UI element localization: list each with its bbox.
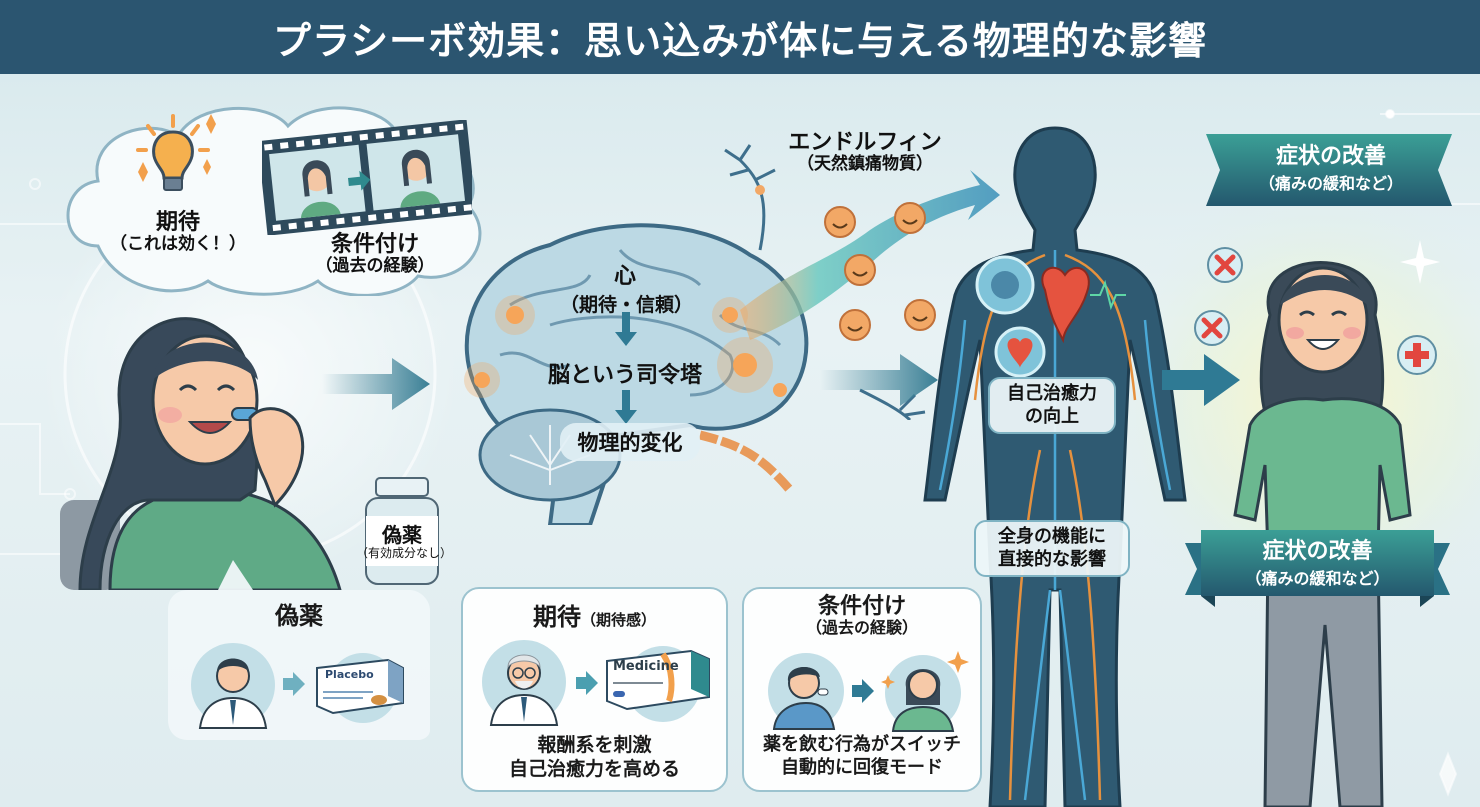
expectation-panel-title: 期待（期待感） bbox=[532, 603, 656, 631]
result-banner-bottom bbox=[1185, 530, 1450, 607]
conditioning-panel: 条件付け （過去の経験） 薬を飲む行為がスイッチ 自動的に回復モード bbox=[742, 587, 982, 792]
arrow-right-icon bbox=[322, 358, 430, 410]
medical-cross-bubble-icon bbox=[1397, 335, 1437, 375]
arrow-right-icon bbox=[1162, 354, 1240, 406]
medicine-box-icon bbox=[606, 646, 710, 722]
pill-bottle-icon bbox=[365, 477, 439, 585]
senior-doctor-avatar-icon bbox=[482, 640, 566, 726]
conditioning-panel-footer: 薬を飲む行為がスイッチ 自動的に回復モード bbox=[763, 734, 961, 778]
placebo-bottle-label: 偽薬 （有効成分なし） bbox=[356, 523, 453, 560]
doctor-avatar-icon bbox=[191, 643, 275, 729]
page-title: プラシーボ効果：思い込みが体に与える物理的な影響 bbox=[272, 18, 1208, 63]
man-taking-pill-icon bbox=[768, 653, 844, 730]
lightbulb-icon bbox=[136, 114, 216, 191]
arrow-right-icon bbox=[283, 672, 305, 696]
expectation-panel-footer: 報酬系を刺激 自己治癒力を高める bbox=[508, 734, 680, 780]
physical-change-label: 物理的変化 bbox=[560, 423, 700, 461]
arrow-right-icon bbox=[852, 679, 874, 703]
happy-woman-icon bbox=[881, 651, 969, 732]
title-bar: プラシーボ効果：思い込みが体に与える物理的な影響 bbox=[0, 0, 1480, 74]
arrow-right-icon bbox=[820, 354, 938, 406]
endorphin-label: エンドルフィン （天然鎮痛物質） bbox=[788, 130, 942, 175]
placebo-box-label: Placebo bbox=[325, 668, 374, 681]
happy-woman-illustration bbox=[1233, 261, 1412, 807]
result-banner-bottom-text: 症状の改善 （痛みの緩和など） bbox=[1245, 539, 1390, 588]
arrow-right-icon bbox=[576, 671, 598, 695]
brain-command-label: 脳という司令塔 bbox=[547, 363, 702, 388]
human-body-illustration bbox=[923, 126, 1187, 807]
arrow-down-icon bbox=[615, 390, 637, 424]
conditioning-thought-label: 条件付け （過去の経験） bbox=[315, 232, 435, 277]
self-healing-label: 自己治癒力 の向上 bbox=[988, 377, 1116, 434]
arrow-down-icon bbox=[615, 312, 637, 346]
result-banner-top-text: 症状の改善 （痛みの緩和など） bbox=[1258, 144, 1403, 193]
medicine-box-label: Medicine bbox=[613, 659, 679, 674]
endorphin-flow-illustration bbox=[724, 144, 1000, 420]
sparkle-icon bbox=[1400, 240, 1440, 284]
whole-body-effect-label: 全身の機能に 直接的な影響 bbox=[974, 520, 1130, 577]
mind-label: 心 （期待・信頼） bbox=[560, 264, 694, 316]
result-banner-top bbox=[1206, 134, 1452, 206]
cross-bubble-icon bbox=[1194, 310, 1230, 346]
placebo-panel: 偽薬 Placebo bbox=[168, 560, 430, 740]
expectation-panel: 期待（期待感） Medicine 報酬系を刺激 自己治癒力を高める bbox=[461, 587, 728, 792]
expectation-thought-label: 期待 （これは効く！） bbox=[110, 210, 246, 255]
woman-taking-pill-illustration bbox=[60, 317, 342, 590]
film-strip-icon bbox=[262, 120, 472, 235]
placebo-panel-title: 偽薬 bbox=[275, 602, 323, 630]
placebo-box-icon bbox=[316, 653, 404, 723]
cross-bubble-icon bbox=[1207, 247, 1243, 283]
conditioning-panel-title: 条件付け （過去の経験） bbox=[805, 594, 918, 638]
